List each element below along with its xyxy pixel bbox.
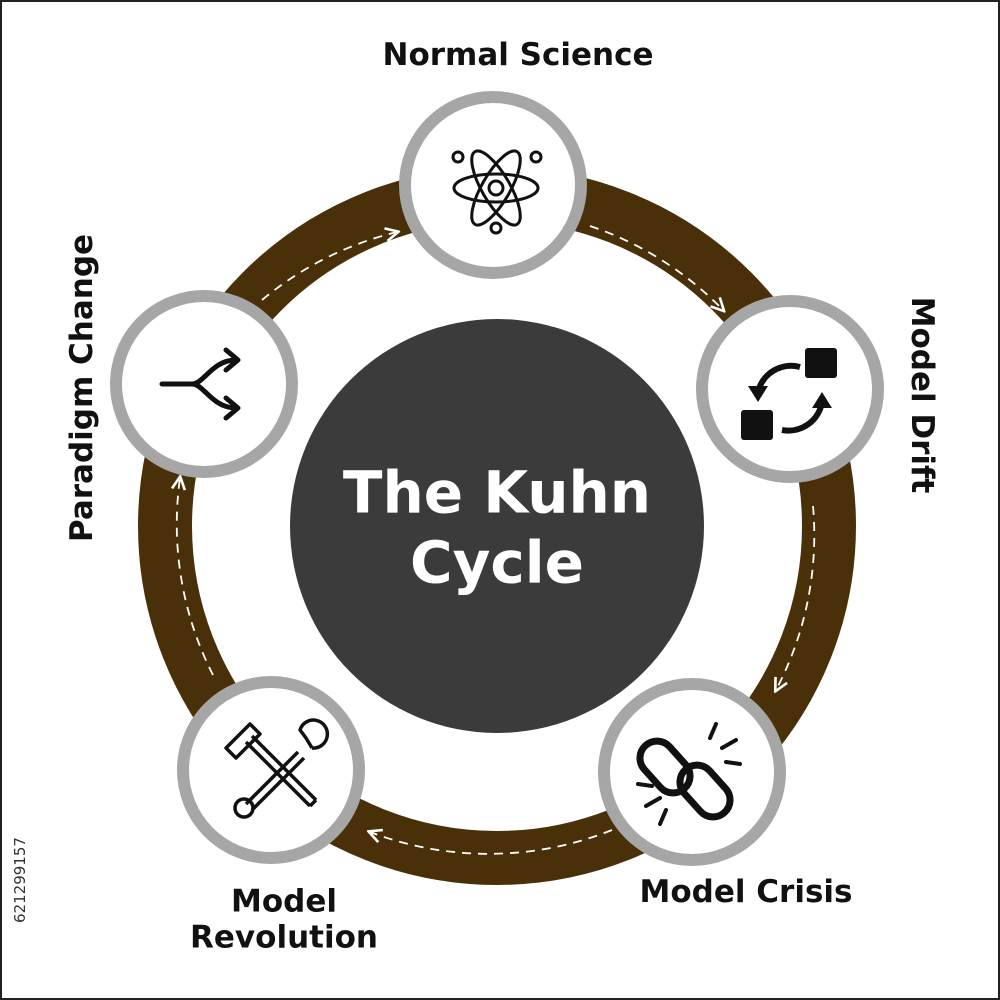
node-model-revolution — [177, 676, 365, 864]
arrow-revolution-to-paradigm — [177, 478, 214, 676]
atom-icon — [451, 149, 543, 235]
arrow-normal-to-drift — [589, 225, 723, 310]
arrow-crisis-to-revolution — [370, 830, 613, 855]
broken-link-icon — [636, 722, 742, 826]
label-model-revolution-line1: Model — [230, 883, 337, 920]
label-normal-science: Normal Science — [382, 37, 654, 74]
label-model-drift: Model Drift — [903, 296, 940, 494]
label-model-revolution: Model Revolution — [190, 884, 378, 955]
cycle-arrows — [177, 225, 816, 855]
node-model-crisis — [598, 678, 786, 866]
stock-id-text: 621299157 — [11, 837, 29, 923]
arrow-drift-to-crisis — [776, 505, 816, 690]
arrow-paradigm-to-normal — [261, 232, 397, 301]
swap-arrows-icon — [741, 348, 837, 440]
tools-icon — [224, 718, 330, 819]
split-arrows-icon — [159, 347, 241, 421]
label-model-revolution-line2: Revolution — [190, 919, 378, 955]
node-paradigm-change — [110, 290, 298, 478]
node-model-drift — [696, 295, 884, 483]
node-normal-science — [399, 91, 587, 279]
center-title-line1: The Kuhn — [342, 458, 652, 527]
label-paradigm-change: Paradigm Change — [64, 233, 101, 543]
center-circle — [290, 319, 704, 733]
center-title: The Kuhn Cycle — [317, 458, 677, 597]
label-model-crisis: Model Crisis — [639, 874, 853, 911]
center-title-line2: Cycle — [410, 528, 584, 596]
